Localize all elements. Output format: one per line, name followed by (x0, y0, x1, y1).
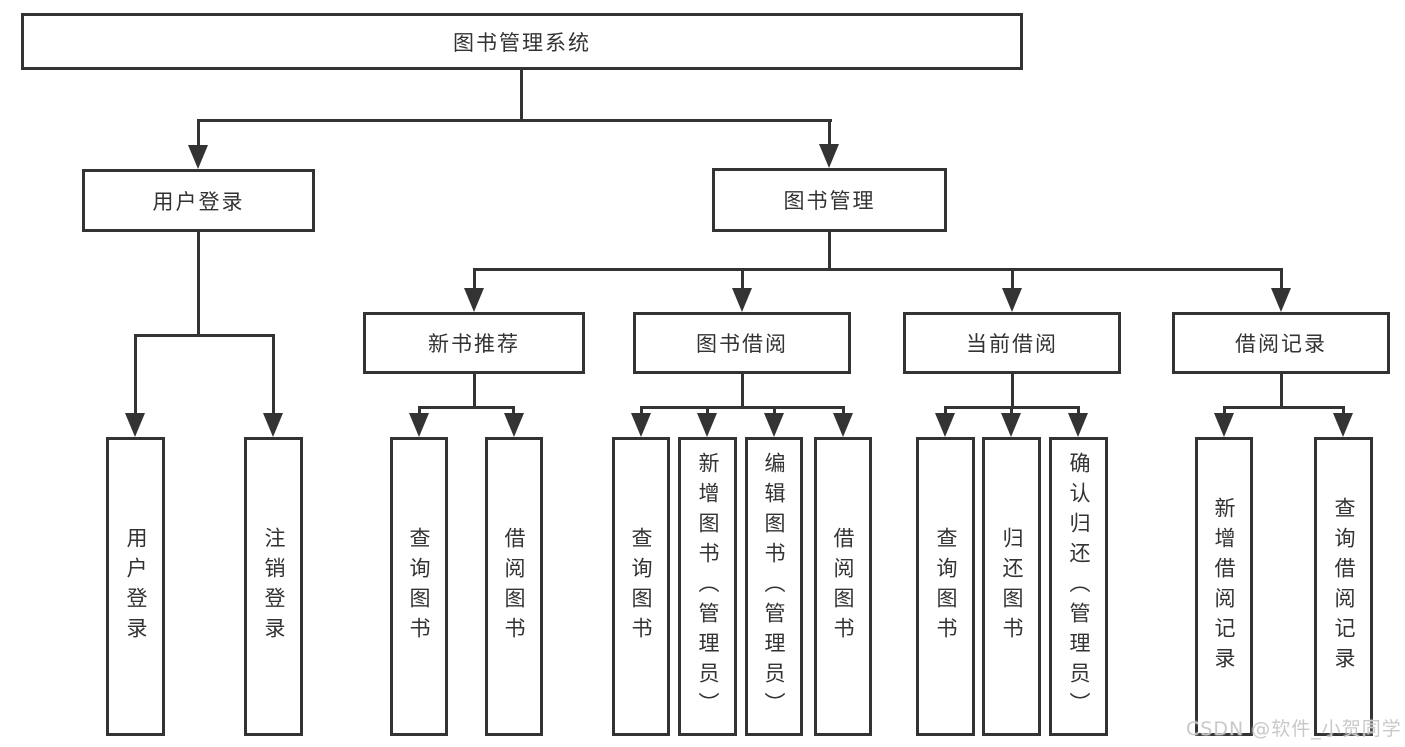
connector-line (1280, 268, 1283, 292)
connector-line (1223, 406, 1226, 418)
connector-line (134, 334, 137, 418)
arrowhead-icon (464, 288, 484, 312)
connector-line (134, 334, 275, 337)
arrowhead-icon (409, 413, 429, 437)
arrowhead-icon (764, 413, 784, 437)
connector-line (842, 406, 845, 418)
arrowhead-icon (1001, 413, 1021, 437)
connector-line (512, 406, 515, 418)
leaf-query-books-borrowing: 查询图书 (612, 437, 670, 736)
arrowhead-icon (697, 413, 717, 437)
node-book-management: 图书管理 (712, 168, 947, 232)
connector-line (1011, 374, 1014, 406)
arrowhead-icon (1214, 413, 1234, 437)
connector-line (197, 232, 200, 334)
leaf-borrow-books-recommend: 借阅图书 (485, 437, 543, 736)
leaf-logout: 注销登录 (244, 437, 303, 736)
node-book-borrowing: 图书借阅 (633, 312, 851, 374)
arrowhead-icon (504, 413, 524, 437)
arrowhead-icon (1002, 288, 1022, 312)
arrowhead-icon (833, 413, 853, 437)
connector-line (640, 406, 643, 418)
connector-line (741, 268, 744, 292)
arrowhead-icon (631, 413, 651, 437)
arrowhead-icon (188, 145, 208, 169)
csdn-watermark: CSDN @软件_小贺同学 (1186, 718, 1402, 740)
leaf-borrow-books-borrowing: 借阅图书 (814, 437, 872, 736)
connector-line (418, 406, 515, 409)
connector-line (741, 374, 744, 406)
node-borrowing-records: 借阅记录 (1172, 312, 1390, 374)
connector-line (1280, 374, 1283, 406)
arrowhead-icon (732, 288, 752, 312)
connector-line (197, 119, 200, 148)
connector-line (773, 406, 776, 418)
leaf-add-borrow-record: 新增借阅记录 (1195, 437, 1253, 736)
arrowhead-icon (1068, 413, 1088, 437)
connector-line (520, 70, 523, 119)
connector-line (944, 406, 947, 418)
connector-line (1077, 406, 1080, 418)
connector-line (1010, 406, 1013, 418)
connector-line (1011, 268, 1014, 292)
arrowhead-icon (263, 413, 283, 437)
node-book-management-system: 图书管理系统 (21, 13, 1023, 70)
connector-line (1223, 406, 1345, 409)
arrowhead-icon (819, 144, 839, 168)
arrowhead-icon (1333, 413, 1353, 437)
connector-line (828, 232, 831, 268)
leaf-query-borrow-record: 查询借阅记录 (1314, 437, 1373, 736)
node-user-login: 用户登录 (82, 169, 315, 232)
leaf-add-books-admin: 新增图书（管理员） (678, 437, 737, 736)
connector-line (640, 406, 845, 409)
leaf-edit-books-admin: 编辑图书（管理员） (745, 437, 803, 736)
connector-line (473, 268, 476, 292)
leaf-return-books: 归还图书 (982, 437, 1041, 736)
connector-line (473, 374, 476, 406)
node-current-borrowing: 当前借阅 (903, 312, 1121, 374)
connector-line (197, 119, 832, 122)
node-new-book-recommendation: 新书推荐 (363, 312, 585, 374)
connector-line (418, 406, 421, 418)
connector-line (1342, 406, 1345, 418)
arrowhead-icon (1271, 288, 1291, 312)
arrowhead-icon (935, 413, 955, 437)
leaf-user-login: 用户登录 (106, 437, 165, 736)
leaf-query-books-current: 查询图书 (916, 437, 975, 736)
connector-line (828, 119, 831, 147)
connector-line (706, 406, 709, 418)
arrowhead-icon (125, 413, 145, 437)
connector-line (473, 268, 1282, 271)
connector-line (272, 334, 275, 418)
leaf-confirm-return-admin: 确认归还（管理员） (1049, 437, 1108, 736)
leaf-query-books-recommend: 查询图书 (390, 437, 448, 736)
